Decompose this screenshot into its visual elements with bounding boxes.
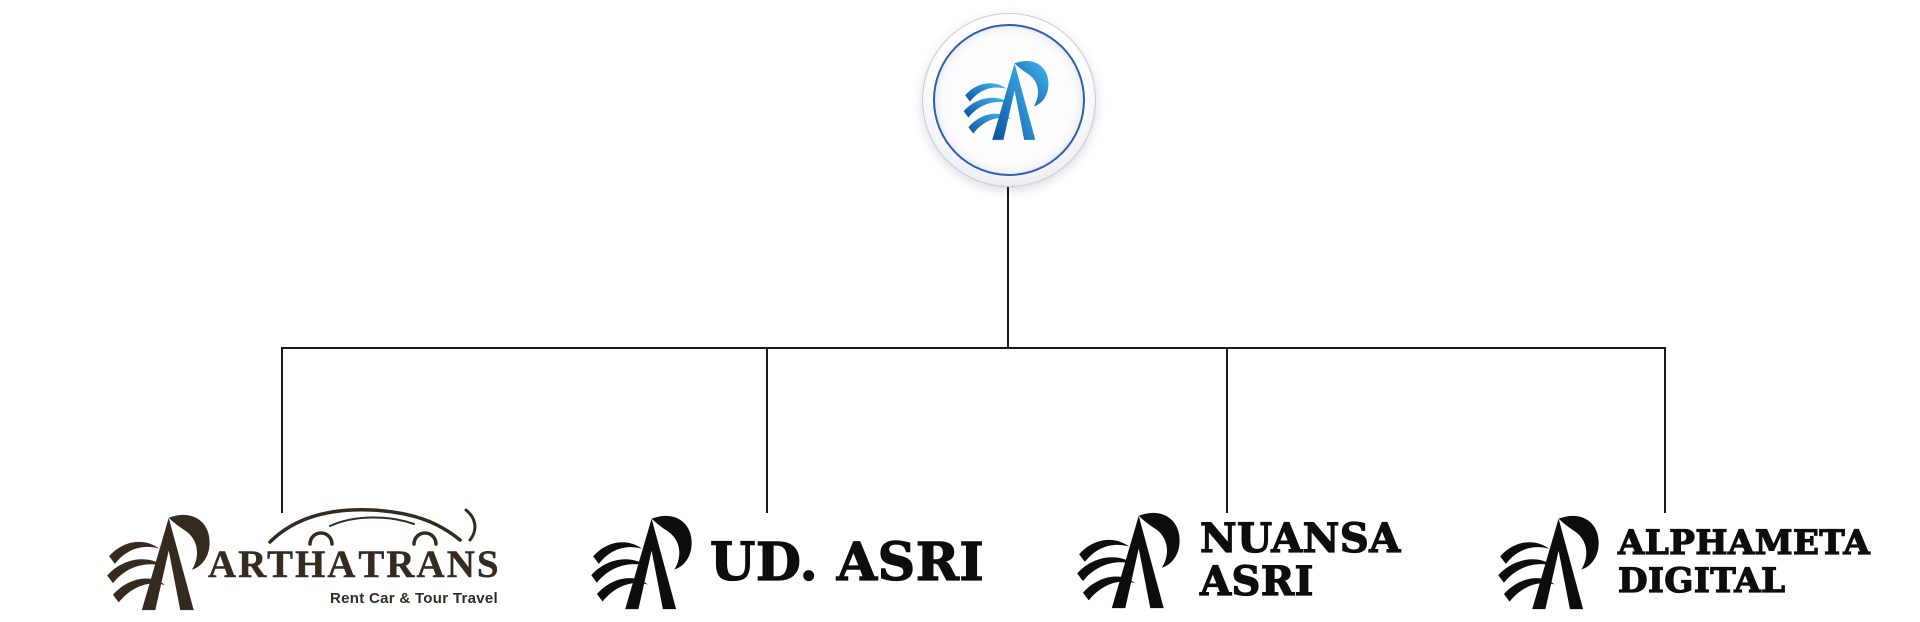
brand-mark-icon (98, 512, 226, 612)
car-silhouette-icon (268, 508, 477, 546)
brand-mark-icon (1496, 513, 1608, 611)
connector-drop-alphameta-digital (1664, 347, 1666, 513)
root-logo-badge (922, 13, 1096, 187)
node-title-block-alphameta-digital: ALPHAMETA DIGITAL (1617, 522, 1871, 601)
connector-drop-nuansa-asri (1226, 347, 1228, 513)
node-tagline-artha-trans: Rent Car & Tour Travel (329, 590, 498, 607)
node-title-line1-alphameta: ALPHAMETA (1617, 522, 1871, 563)
node-title-artha-trans: ARTHA TRANS (208, 543, 501, 586)
node-title-line1-nuansa: NUANSA (1199, 514, 1401, 562)
root-logo-ring (933, 24, 1085, 176)
connector-drop-ud-asri (766, 347, 768, 513)
node-title-block-nuansa-asri: NUANSA ASRI (1199, 514, 1401, 605)
node-title-line2-digital: DIGITAL (1617, 561, 1786, 601)
node-title-ud-asri: UD. ASRI (709, 531, 985, 593)
node-artha-trans: ARTHA TRANS Rent Car & Tour Travel (98, 502, 508, 618)
brand-mark-icon (1074, 510, 1190, 610)
brand-mark-icon (588, 513, 702, 611)
node-alphameta-digital: ALPHAMETA DIGITAL (1496, 512, 1870, 612)
node-nuansa-asri: NUANSA ASRI (1074, 508, 1401, 612)
connector-horizontal-rail (281, 347, 1666, 349)
connector-drop-artha-trans (281, 347, 283, 513)
node-title-line2-asri: ASRI (1199, 558, 1314, 605)
brand-mark-icon (962, 58, 1056, 142)
node-ud-asri: UD. ASRI (588, 512, 984, 612)
connector-root-stem (1007, 184, 1009, 347)
